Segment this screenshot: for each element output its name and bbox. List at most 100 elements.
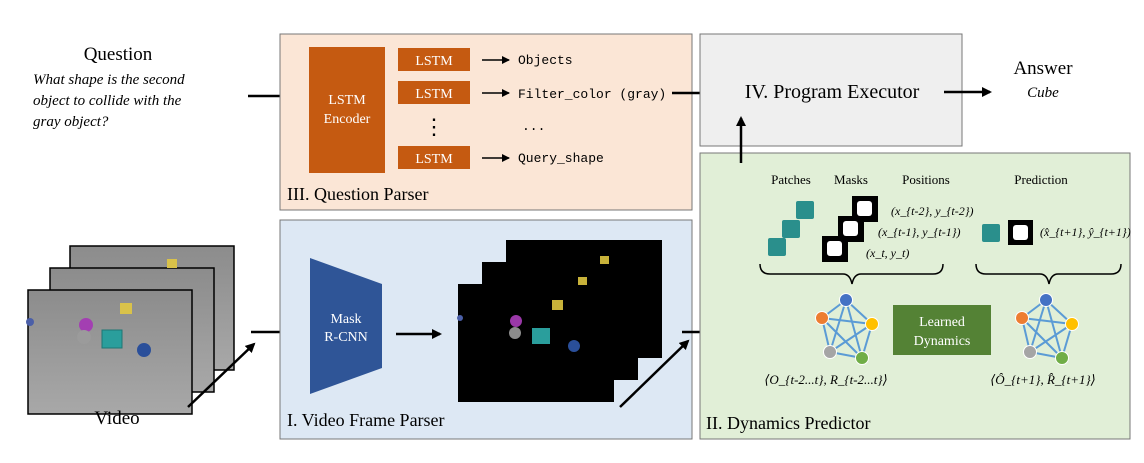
question-parser-panel: LSTM Encoder LSTM LSTM ⋮ LSTM Objects Fi… [279, 33, 693, 211]
graph-edge [1045, 299, 1063, 359]
dynamics-predictor-bg [699, 152, 1131, 440]
graph-output-label: ⟨Ô_{t+1}, R̂_{t+1}⟩ [990, 372, 1096, 387]
learned-dynamics-box [893, 305, 991, 355]
video-object-gray-sphere [77, 330, 91, 344]
video-object-purple-sphere [79, 318, 93, 332]
lstm-encoder-label: LSTM [328, 93, 366, 108]
lstm-ellipsis: ⋮ [423, 114, 445, 139]
position-label: (x_{t-2}, y_{t-2}) [891, 204, 974, 218]
predicted-position-label: (x̂_{t+1}, ŷ_{t+1}) [1040, 225, 1131, 239]
lstm-box-label: LSTM [415, 152, 453, 167]
video-frames [26, 245, 235, 415]
masked-gray-sphere [509, 327, 521, 339]
video-object-cyan-cube [101, 329, 123, 349]
mask-rcnn-label: Mask [330, 312, 361, 327]
answer-heading: Answer [1013, 58, 1073, 79]
lstm-encoder-label: Encoder [324, 112, 371, 127]
graph-edge [1021, 317, 1073, 325]
patch-cube [782, 220, 800, 238]
program-step: Filter_color (gray) [518, 87, 666, 102]
position-label: (x_t, y_t) [866, 246, 909, 260]
patch-cube [768, 238, 786, 256]
lstm-box [398, 146, 470, 169]
answer-block: Answer Cube [1013, 58, 1073, 101]
masked-blue-sphere [457, 315, 463, 321]
graph-edge [845, 299, 863, 359]
graph-node-gray [1023, 345, 1037, 359]
predicted-mask-shape [1013, 225, 1028, 240]
graph-edge [829, 323, 873, 353]
masks-to-dynamics-arrow [619, 339, 690, 408]
output-brace [975, 263, 1122, 285]
video-frame-front [27, 289, 193, 415]
graph-node-gray [823, 345, 837, 359]
program-executor-bg [699, 33, 963, 147]
masked-yellow-cylinder [600, 256, 609, 264]
header-patches: Patches [771, 172, 811, 187]
graph-edge [821, 317, 873, 325]
input-brace [759, 263, 944, 285]
video-frame-parser-panel: Mask R-CNN I. Video Frame Parser [279, 219, 693, 440]
program-step: Query_shape [518, 151, 604, 166]
graph-node-green [1055, 351, 1069, 365]
lstm-box-label: LSTM [415, 87, 453, 102]
dynamics-predictor-title: II. Dynamics Predictor [706, 413, 870, 433]
graph-edge [1029, 323, 1073, 353]
question-parser-title: III. Question Parser [287, 184, 428, 204]
question-line: gray object? [33, 114, 109, 130]
graph-node-blue [839, 293, 853, 307]
mask-shape [857, 201, 872, 216]
mask-shape [827, 241, 842, 256]
video-to-framer-arrow [187, 342, 256, 408]
predicted-patch-cube [982, 224, 1000, 242]
header-positions: Positions [902, 172, 950, 187]
video-label: Video [94, 408, 139, 429]
program-step: Objects [518, 53, 573, 68]
video-object-blue-sphere [26, 318, 34, 326]
mask-rcnn-block [310, 258, 382, 394]
question-line: What shape is the second [33, 72, 185, 88]
masked-blue-sphere [568, 340, 580, 352]
graph-node-yellow [865, 317, 879, 331]
graph-node-green [855, 351, 869, 365]
masked-yellow-cylinder [578, 277, 587, 285]
learned-dynamics-label: Dynamics [914, 334, 971, 349]
graph-node-orange [1015, 311, 1029, 325]
graph-node-yellow [1065, 317, 1079, 331]
dynamics-predictor-panel: Patches Masks Positions Prediction (x_{t… [699, 152, 1131, 440]
header-prediction: Prediction [1014, 172, 1068, 187]
video-object-yellow-cylinder [120, 303, 132, 314]
lstm-encoder-box [309, 47, 385, 173]
program-executor-title: IV. Program Executor [745, 81, 920, 103]
video-object-yellow-cylinder [167, 259, 177, 268]
interaction-graph-input [815, 293, 879, 365]
answer-value: Cube [1027, 85, 1059, 101]
question-block: Question What shape is the second object… [33, 44, 185, 130]
patch-cube [796, 201, 814, 219]
question-heading: Question [84, 44, 153, 65]
graph-edge [821, 317, 863, 359]
graph-node-blue [1039, 293, 1053, 307]
masked-cyan-cube [532, 328, 550, 344]
question-line: object to collide with the [33, 93, 182, 109]
header-masks: Masks [834, 172, 868, 187]
program-executor-panel: IV. Program Executor [699, 33, 963, 147]
program-step: ... [522, 119, 545, 134]
masked-yellow-cylinder [552, 300, 563, 310]
mask-shape [843, 221, 858, 236]
masked-purple-sphere [510, 315, 522, 327]
lstm-box [398, 48, 470, 71]
video-frame-parser-title: I. Video Frame Parser [287, 410, 445, 430]
mask-rcnn-label: R-CNN [324, 330, 368, 345]
graph-edge [829, 299, 847, 353]
interaction-graph-output [1015, 293, 1079, 365]
video-object-blue-sphere [137, 343, 151, 357]
position-label: (x_{t-1}, y_{t-1}) [878, 225, 961, 239]
lstm-box [398, 81, 470, 104]
learned-dynamics-label: Learned [919, 315, 965, 330]
lstm-box-label: LSTM [415, 54, 453, 69]
graph-edge [1029, 299, 1047, 353]
graph-input-label: ⟨O_{t-2...t}, R_{t-2...t}⟩ [764, 372, 887, 387]
